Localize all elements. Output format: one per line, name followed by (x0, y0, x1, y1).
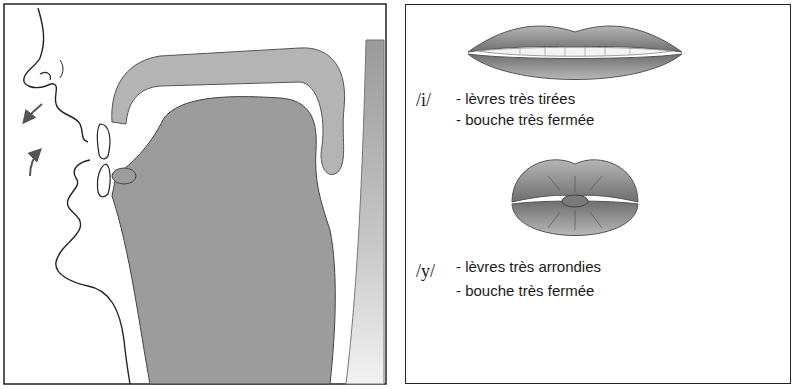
tongue (112, 97, 335, 384)
panel-frame (4, 4, 386, 384)
upper-tooth (97, 124, 110, 159)
lower-lip (468, 54, 682, 80)
teeth-lines (520, 47, 630, 56)
lip-creases (548, 176, 602, 230)
description-text: - lèvres très arrondies (456, 258, 601, 276)
airflow-arrow (24, 104, 42, 122)
mouth-opening (562, 195, 588, 207)
nose-line (60, 60, 63, 78)
phoneme-label: /y/ (416, 262, 435, 280)
description-text: - bouche très fermée (456, 111, 594, 129)
pharynx-wall (346, 40, 384, 384)
tongue-tip (112, 168, 136, 184)
description-text: - bouche très fermée (456, 282, 594, 300)
panel-box: /i/ - lèvres très tirées - bouche très fer… (405, 4, 791, 384)
teeth (478, 47, 672, 56)
description-text: - lèvres très tirées (456, 90, 575, 108)
face-profile (24, 8, 88, 142)
phoneme-label: /i/ (416, 91, 431, 109)
airflow-arrow (30, 150, 40, 176)
lower-tooth (97, 164, 110, 197)
nostril (40, 72, 50, 80)
